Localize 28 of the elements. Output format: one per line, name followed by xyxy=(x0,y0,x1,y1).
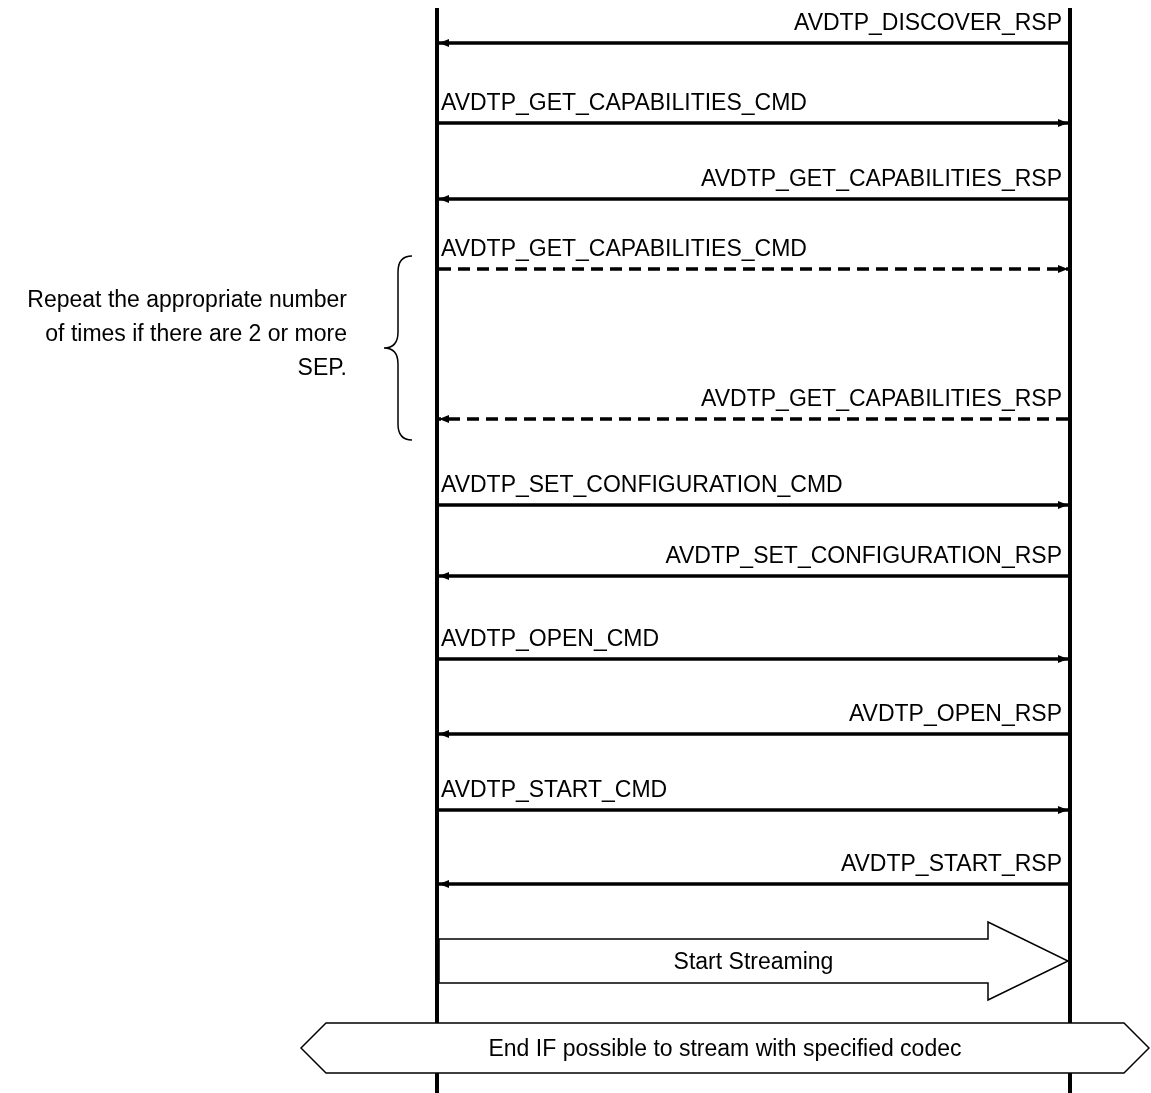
arrow xyxy=(439,730,1068,738)
block-arrow xyxy=(438,920,1070,1002)
edge-label: Start Streaming xyxy=(672,948,835,974)
edge-label: AVDTP_GET_CAPABILITIES_CMD xyxy=(441,235,807,261)
arrow xyxy=(439,501,1068,509)
edge-label: AVDTP_DISCOVER_RSP xyxy=(794,9,1062,35)
edge-label: AVDTP_SET_CONFIGURATION_CMD xyxy=(441,471,843,497)
lifeline xyxy=(435,8,439,1093)
edge-label: AVDTP_SET_CONFIGURATION_RSP xyxy=(665,542,1062,568)
edge-label: AVDTP_START_CMD xyxy=(441,776,668,802)
arrow xyxy=(439,880,1068,888)
edge-label: AVDTP_OPEN_CMD xyxy=(441,625,660,651)
edge-label: AVDTP_START_RSP xyxy=(840,850,1062,876)
dashed-arrow xyxy=(439,265,1068,273)
node-text: End IF possible to stream with specified codec xyxy=(488,1034,962,1062)
lifeline xyxy=(1068,8,1072,1093)
dashed-arrow xyxy=(439,415,1068,423)
arrow xyxy=(439,806,1068,814)
edge-label: AVDTP_GET_CAPABILITIES_RSP xyxy=(701,165,1062,191)
arrow xyxy=(439,39,1068,47)
arrow xyxy=(439,572,1068,580)
arrow xyxy=(439,195,1068,203)
arrow xyxy=(439,119,1068,127)
note-text: Repeat the appropriate number of times if there are 2 or more SEP. xyxy=(26,285,347,382)
edge-label: AVDTP_GET_CAPABILITIES_CMD xyxy=(441,89,807,115)
arrow xyxy=(439,655,1068,663)
edge-label: AVDTP_OPEN_RSP xyxy=(848,700,1062,726)
edge-label: AVDTP_GET_CAPABILITIES_RSP xyxy=(701,385,1062,411)
